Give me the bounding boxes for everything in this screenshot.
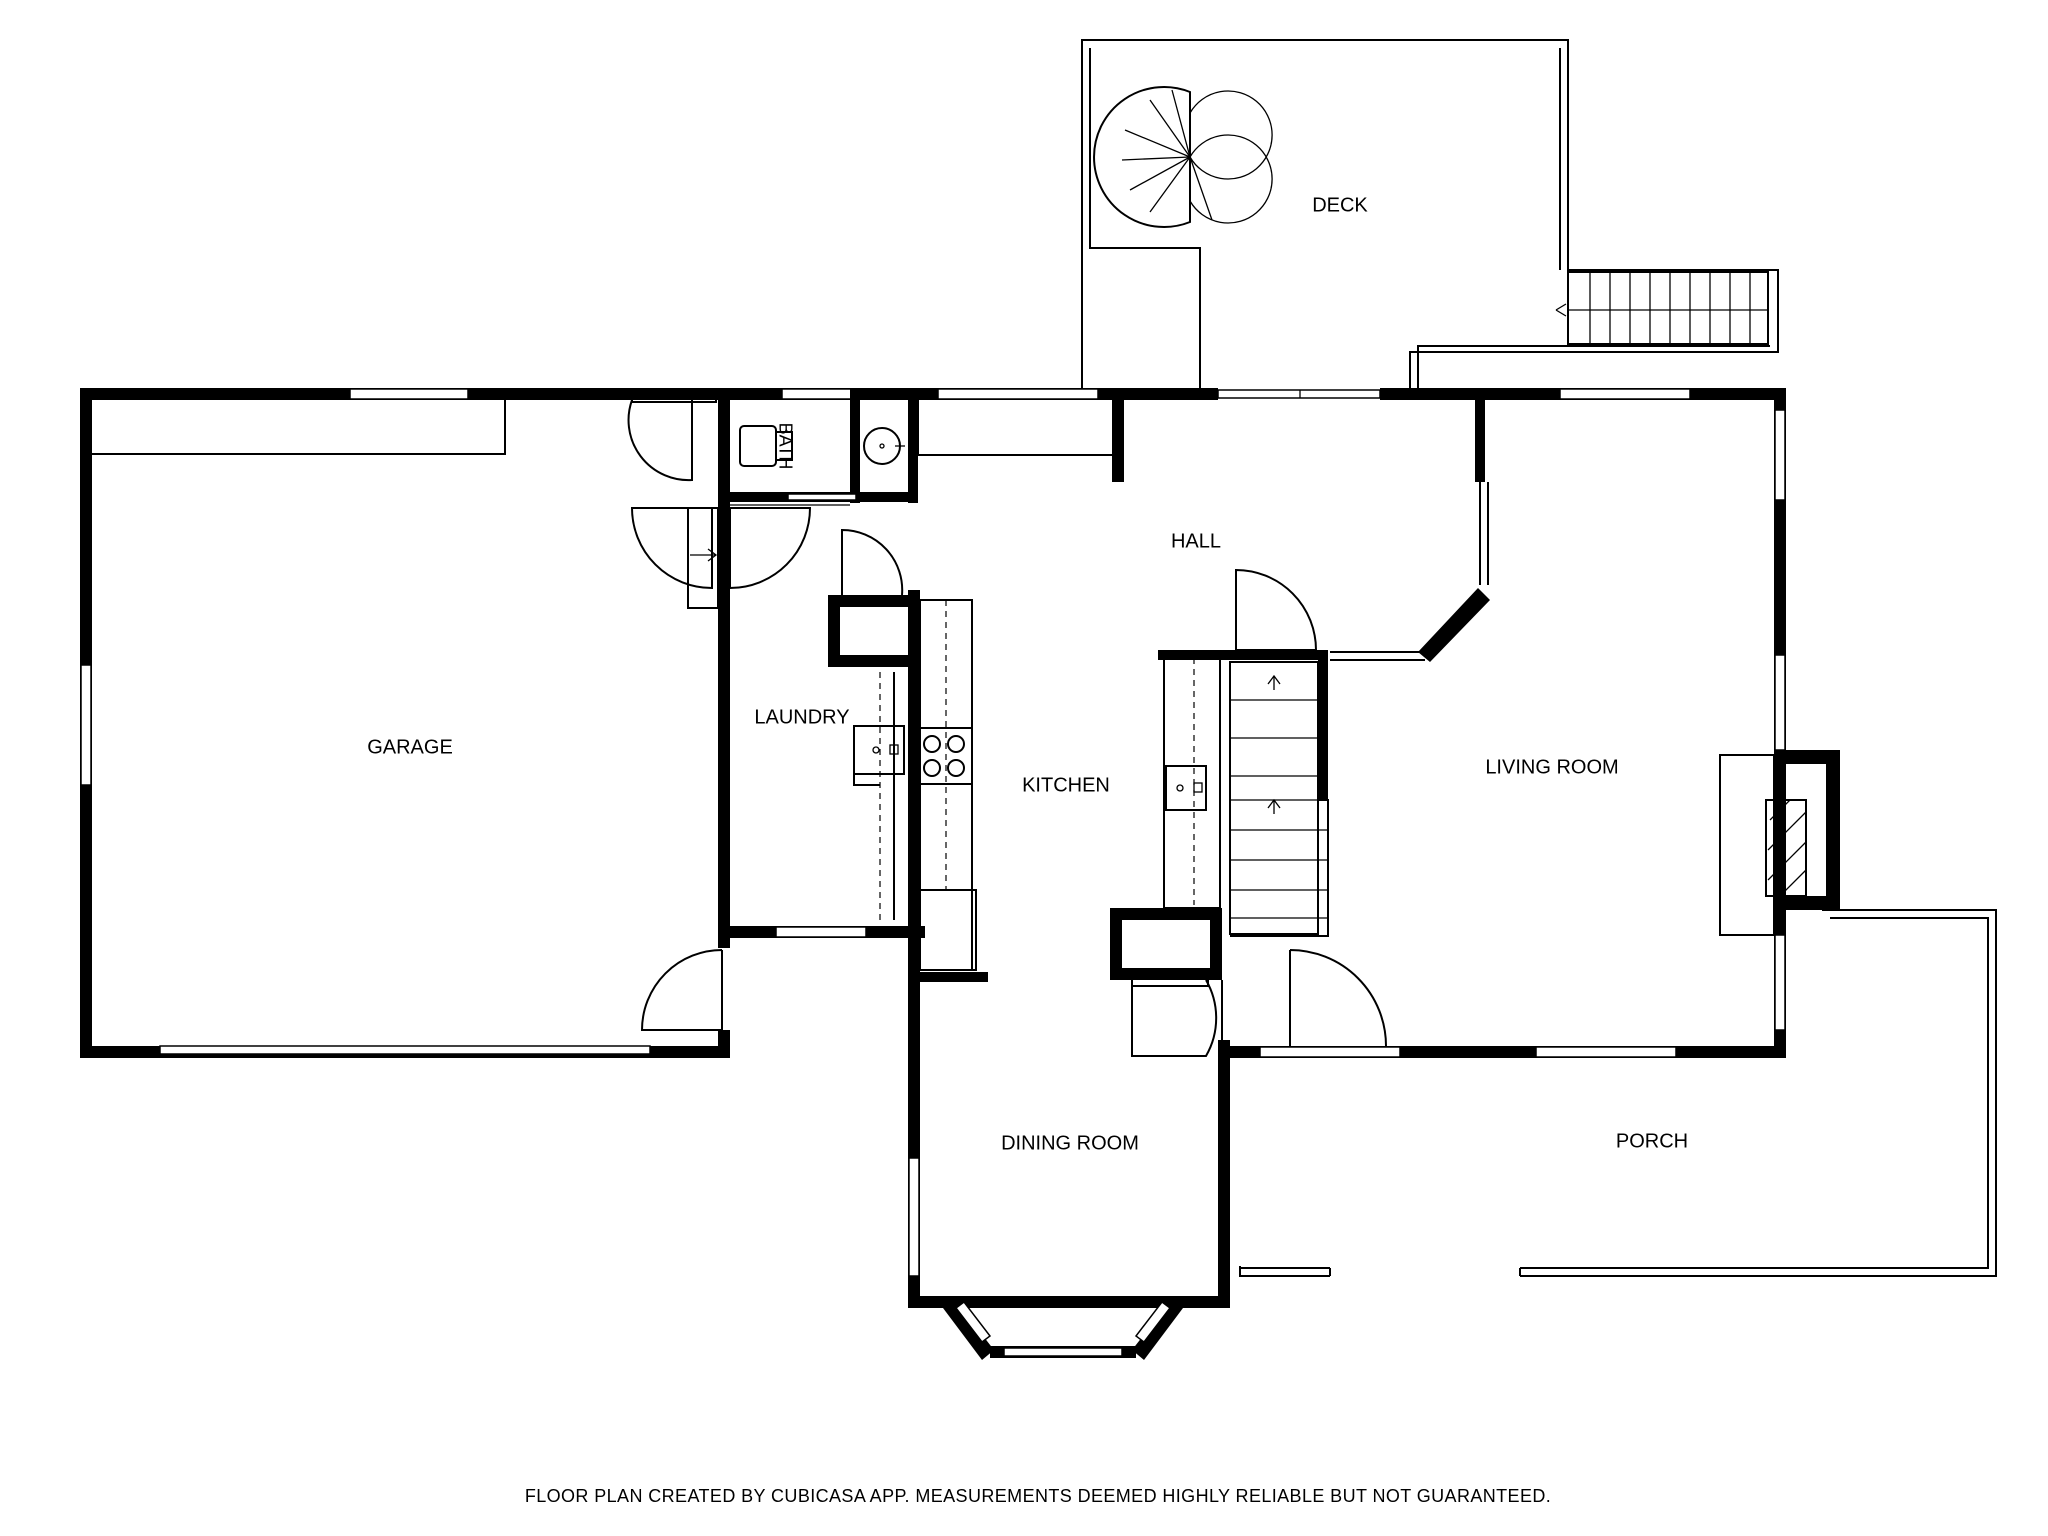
label-living-room: LIVING ROOM	[1485, 756, 1618, 778]
footer-disclaimer: FLOOR PLAN CREATED BY CUBICASA APP. MEAS…	[525, 1486, 1551, 1506]
garage-walls	[80, 388, 730, 1058]
deck-stairs	[1555, 271, 1769, 345]
label-porch: PORCH	[1616, 1130, 1688, 1152]
main-stairs	[1158, 650, 1329, 937]
label-hall: HALL	[1171, 530, 1221, 552]
label-garage: GARAGE	[367, 736, 453, 758]
label-dining-room: DINING ROOM	[1001, 1132, 1139, 1154]
deck-outline	[1081, 39, 1779, 393]
spiral-stair	[1093, 86, 1273, 228]
room-labels: DECK BATH HALL GARAGE LAUNDRY KITCHEN LI…	[367, 194, 1688, 1154]
main-walls	[718, 388, 1840, 1058]
laundry-area	[627, 391, 925, 938]
porch-outline	[1239, 909, 1997, 1277]
label-deck: DECK	[1312, 194, 1368, 216]
kitchen-area	[908, 568, 1318, 1306]
dining-walls	[908, 980, 1230, 1360]
bath-area	[718, 388, 1124, 506]
label-laundry: LAUNDRY	[754, 706, 849, 728]
label-bath: BATH	[775, 423, 795, 470]
label-kitchen: KITCHEN	[1022, 774, 1110, 796]
